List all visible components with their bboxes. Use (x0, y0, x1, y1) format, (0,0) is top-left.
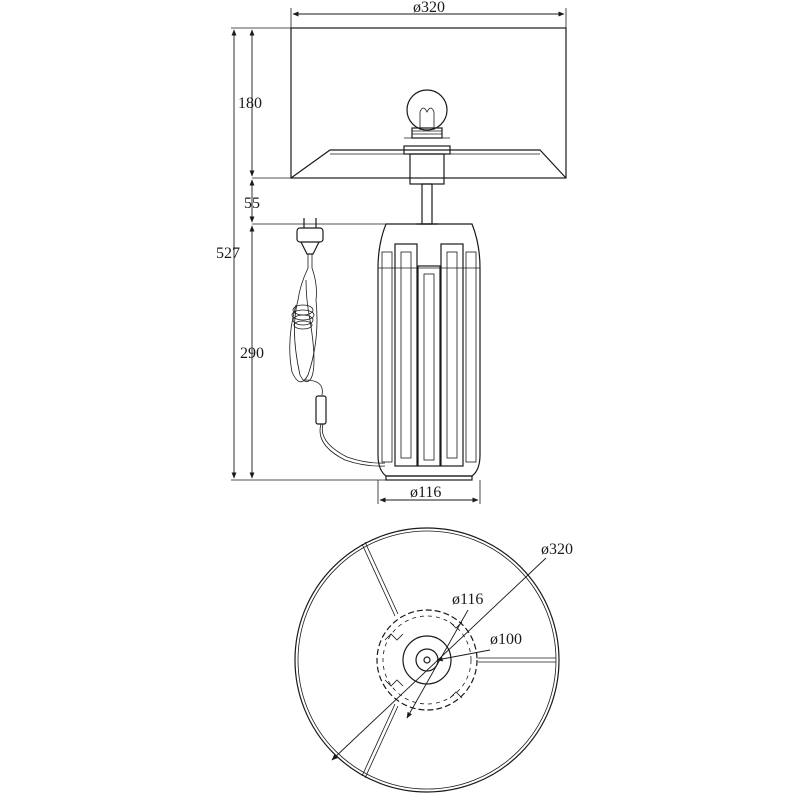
shade-height-label: 180 (238, 95, 262, 112)
socket-circle (415, 648, 439, 672)
base-diameter-leader (406, 609, 469, 719)
center-point (423, 656, 431, 664)
plan-base-diameter-label: ø116 (452, 591, 483, 608)
plan-shade-diameter-label: ø320 (541, 541, 573, 558)
base-outline (376, 609, 478, 711)
base-height-label: 290 (240, 345, 264, 362)
cord-switch (315, 395, 327, 425)
neck-height-label: 55 (244, 195, 260, 212)
light-bulb (403, 89, 451, 185)
shade-diameter-label: ø320 (413, 0, 445, 16)
plan-inner-diameter-label: ø100 (490, 631, 522, 648)
lamp-shade (290, 27, 567, 179)
plug-icon (296, 218, 324, 255)
inner-diameter-leader (436, 649, 491, 662)
plan-view (294, 527, 560, 793)
power-cord (289, 254, 386, 467)
base-diameter-label: ø116 (410, 484, 441, 501)
base-width-dimension (377, 480, 481, 504)
elevation-view (231, 8, 567, 504)
lamp-neck (416, 183, 438, 225)
shade-outer-circle (294, 527, 560, 793)
height-dimensions (231, 27, 386, 481)
shade-width-dimension (290, 8, 567, 28)
inner-base-circle (402, 635, 452, 685)
shade-frame-spokes (361, 541, 556, 779)
shade-diameter-leader (331, 557, 547, 761)
total-height-label: 527 (216, 245, 240, 262)
lamp-base (377, 223, 481, 481)
